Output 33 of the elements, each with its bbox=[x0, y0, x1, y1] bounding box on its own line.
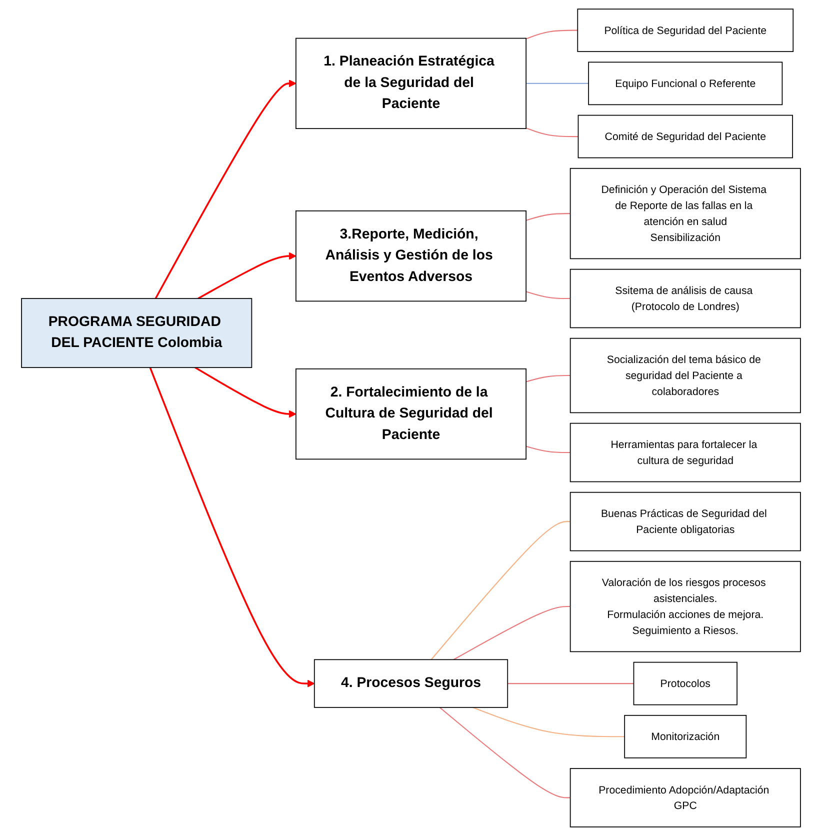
node-box: Monitorización bbox=[624, 714, 747, 758]
node-box: Buenas Prácticas de Seguridad del Paciente obligatorias bbox=[570, 492, 801, 552]
connector bbox=[526, 446, 570, 454]
node-box: Equipo Funcional o Referente bbox=[588, 62, 783, 106]
connector bbox=[526, 374, 570, 382]
connector bbox=[526, 127, 578, 138]
arrow bbox=[194, 366, 296, 418]
node-box: Definición y Operación del Sistema de Reporte de las fallas en la atención en salud Sensibilización bbox=[570, 168, 801, 260]
node-box: Protocolos bbox=[633, 662, 738, 706]
connector bbox=[526, 291, 570, 300]
node-box: Ssitema de análisis de causa (Protocolo de Londres) bbox=[570, 268, 801, 328]
node-box: Procedimiento Adopción/Adaptación GPC bbox=[570, 768, 801, 828]
connector bbox=[472, 706, 625, 738]
connector bbox=[526, 82, 589, 84]
node-box: 2. Fortalecimiento de la Cultura de Seguridad del Paciente bbox=[296, 368, 526, 460]
arrow bbox=[149, 367, 315, 688]
node-box: Valoración de los riesgos procesos asistenciales. Formulación acciones de mejora. Seguimiento a Riesos. bbox=[570, 560, 801, 652]
connector bbox=[508, 683, 634, 684]
node-box: Herramientas para fortalecer la cultura de seguridad bbox=[570, 422, 801, 482]
node-box: 4. Procesos Seguros bbox=[314, 659, 508, 708]
connector bbox=[453, 606, 570, 660]
connector bbox=[526, 213, 570, 221]
node-box: Política de Seguridad del Paciente bbox=[577, 8, 794, 52]
arrow bbox=[198, 252, 296, 300]
arrow bbox=[154, 80, 296, 299]
connector bbox=[430, 521, 570, 660]
node-box: Socialización del tema básico de seguridad del Paciente a colaboradores bbox=[570, 338, 801, 414]
node-box: PROGRAMA SEGURIDAD DEL PACIENTE Colombia bbox=[21, 298, 252, 368]
node-box: 1. Planeación Estratégica de la Seguridad del Paciente bbox=[296, 38, 526, 130]
connector bbox=[439, 707, 570, 798]
node-box: Comité de Seguridad del Paciente bbox=[578, 114, 793, 158]
node-box: 3.Reporte, Medición, Análisis y Gestión de los Eventos Adversos bbox=[296, 210, 526, 302]
connector bbox=[526, 30, 578, 40]
